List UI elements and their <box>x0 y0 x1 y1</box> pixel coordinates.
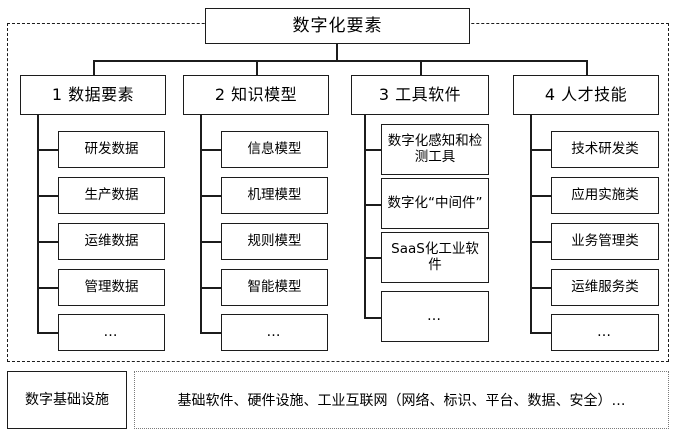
stub-col4-item5 <box>530 332 552 334</box>
list-item[interactable]: 运维数据 <box>58 223 165 260</box>
stub-col4-item4 <box>530 287 552 289</box>
stub-col3-item2 <box>364 204 382 206</box>
list-item-more[interactable]: … <box>551 314 659 351</box>
infrastructure-label-box[interactable]: 数字基础设施 <box>7 371 127 429</box>
trunk-col-1 <box>37 115 39 333</box>
stub-col1-item3 <box>37 241 59 243</box>
category-header-talent-skills[interactable]: 4 人才技能 <box>513 75 659 115</box>
category-label-2: 2 知识模型 <box>214 84 298 104</box>
stub-col2-item4 <box>200 287 222 289</box>
list-item[interactable]: 规则模型 <box>221 223 328 260</box>
list-item-more[interactable]: … <box>221 314 328 351</box>
trunk-col-3 <box>364 115 366 318</box>
trunk-col-4 <box>530 115 532 333</box>
stub-col1-item5 <box>37 332 59 334</box>
infrastructure-label: 数字基础设施 <box>25 391 109 408</box>
list-item-more[interactable]: … <box>381 291 489 342</box>
root-node-digital-elements[interactable]: 数字化要素 <box>205 8 470 44</box>
category-label-4: 4 人才技能 <box>544 84 628 104</box>
item-label: … <box>103 324 120 341</box>
stub-col3-item3 <box>364 257 382 259</box>
item-label: 运维服务类 <box>571 278 639 295</box>
category-label-3: 3 工具软件 <box>378 84 462 104</box>
list-item[interactable]: 数字化“中间件” <box>381 178 489 229</box>
list-item[interactable]: 智能模型 <box>221 269 328 306</box>
item-label: 信息模型 <box>247 140 302 157</box>
list-item[interactable]: 应用实施类 <box>551 177 659 214</box>
list-item[interactable]: 机理模型 <box>221 177 328 214</box>
list-item[interactable]: 运维服务类 <box>551 269 659 306</box>
list-item[interactable]: 信息模型 <box>221 131 328 168</box>
category-header-data-elements[interactable]: 1 数据要素 <box>20 75 166 115</box>
category-header-knowledge-models[interactable]: 2 知识模型 <box>183 75 329 115</box>
stub-col1-item1 <box>37 149 59 151</box>
list-item-more[interactable]: … <box>58 314 165 351</box>
item-label: SaaS化工业软件 <box>391 240 479 273</box>
list-item[interactable]: 业务管理类 <box>551 223 659 260</box>
item-label: … <box>427 308 443 325</box>
item-label: 智能模型 <box>247 278 302 295</box>
item-label: … <box>597 324 613 341</box>
connector-drop-cat-1 <box>93 60 95 76</box>
stub-col1-item4 <box>37 287 59 289</box>
stub-col4-item3 <box>530 241 552 243</box>
item-label: 研发数据 <box>84 140 139 157</box>
stub-col2-item5 <box>200 332 222 334</box>
item-label: 机理模型 <box>247 186 302 203</box>
list-item[interactable]: 研发数据 <box>58 131 165 168</box>
stub-col4-item1 <box>530 149 552 151</box>
list-item[interactable]: 管理数据 <box>58 269 165 306</box>
item-label: 数字化“中间件” <box>387 194 483 211</box>
stub-col3-item4 <box>364 317 382 319</box>
item-label: 数字化感知和检测工具 <box>387 132 483 165</box>
stub-col2-item1 <box>200 149 222 151</box>
item-label: 管理数据 <box>84 278 139 295</box>
item-label: 运维数据 <box>84 232 139 249</box>
category-label-1: 1 数据要素 <box>51 84 135 104</box>
category-header-tool-software[interactable]: 3 工具软件 <box>351 75 489 115</box>
stub-col1-item2 <box>37 195 59 197</box>
item-label: 规则模型 <box>247 232 302 249</box>
list-item[interactable]: SaaS化工业软件 <box>381 232 489 283</box>
item-label: 技术研发类 <box>571 140 639 157</box>
item-label: … <box>266 324 283 341</box>
list-item[interactable]: 生产数据 <box>58 177 165 214</box>
stub-col3-item1 <box>364 149 382 151</box>
connector-root-drop <box>336 44 338 61</box>
trunk-col-2 <box>200 115 202 333</box>
item-label: 生产数据 <box>84 186 139 203</box>
stub-col2-item3 <box>200 241 222 243</box>
list-item[interactable]: 技术研发类 <box>551 131 659 168</box>
item-label: 业务管理类 <box>571 232 639 249</box>
connector-root-bus <box>93 60 586 62</box>
stub-col4-item2 <box>530 195 552 197</box>
root-node-label: 数字化要素 <box>292 15 383 36</box>
connector-drop-cat-4 <box>586 60 588 76</box>
stub-col2-item2 <box>200 195 222 197</box>
infrastructure-content-box[interactable]: 基础软件、硬件设施、工业互联网（网络、标识、平台、数据、安全）… <box>134 371 669 429</box>
infrastructure-content: 基础软件、硬件设施、工业互联网（网络、标识、平台、数据、安全）… <box>177 393 626 409</box>
connector-drop-cat-3 <box>420 60 422 76</box>
list-item[interactable]: 数字化感知和检测工具 <box>381 124 489 175</box>
connector-drop-cat-2 <box>256 60 258 76</box>
item-label: 应用实施类 <box>571 186 639 203</box>
